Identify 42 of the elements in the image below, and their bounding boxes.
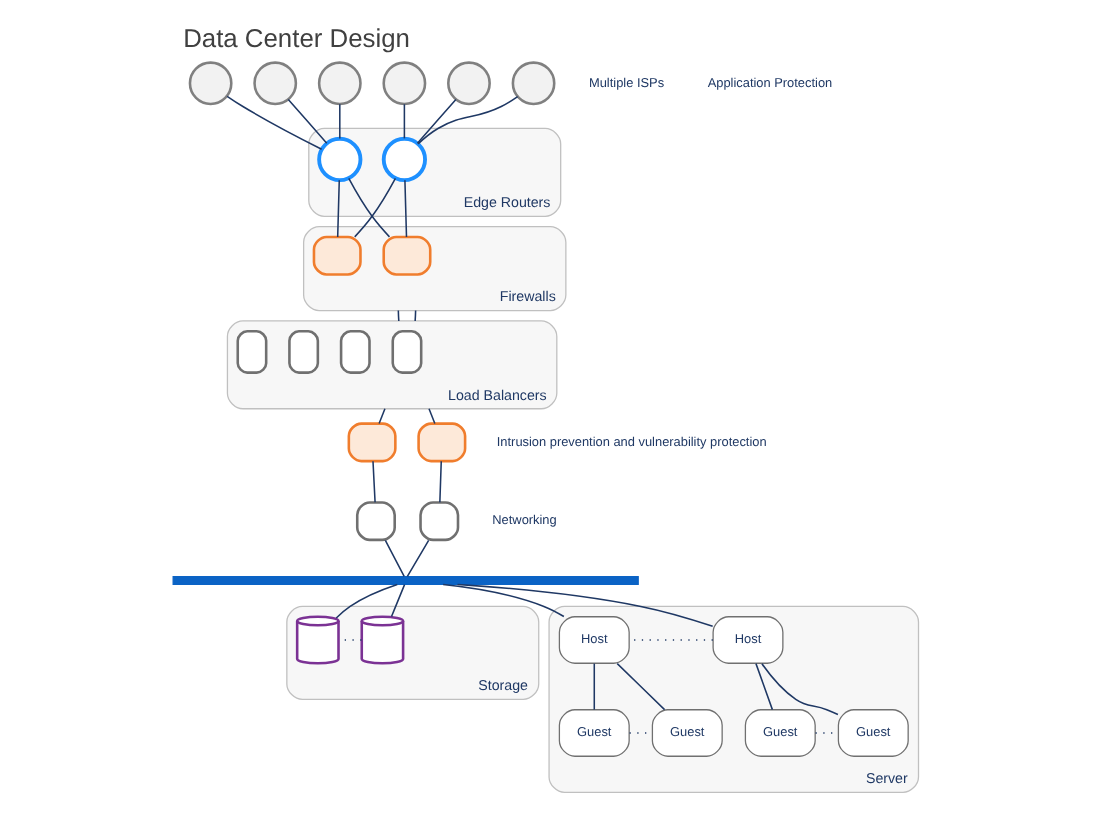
connector bbox=[402, 103, 405, 140]
connector bbox=[615, 662, 665, 711]
connector bbox=[441, 583, 564, 618]
connector bbox=[405, 539, 429, 578]
node-router bbox=[316, 136, 362, 183]
node-firewall bbox=[381, 235, 431, 276]
connector bbox=[286, 98, 327, 145]
node-switch bbox=[418, 501, 459, 542]
node-globe bbox=[381, 61, 426, 106]
node-server bbox=[235, 329, 267, 374]
node-firewall bbox=[346, 422, 396, 463]
connector bbox=[403, 179, 407, 238]
connector bbox=[371, 460, 375, 504]
connector bbox=[760, 663, 838, 716]
connector bbox=[334, 583, 398, 619]
connector bbox=[389, 583, 405, 618]
connector bbox=[416, 95, 518, 145]
node-bar bbox=[171, 576, 638, 586]
node-globe bbox=[252, 61, 297, 106]
node-globe bbox=[187, 61, 232, 106]
node-server bbox=[287, 329, 319, 374]
node-server bbox=[390, 329, 422, 374]
connector bbox=[415, 98, 456, 145]
node-router bbox=[380, 136, 426, 183]
node-globe bbox=[510, 61, 555, 106]
node-firewall bbox=[311, 235, 361, 276]
node-globe bbox=[316, 61, 361, 106]
node-firewall bbox=[416, 422, 466, 463]
connector bbox=[592, 662, 595, 711]
node-switch bbox=[354, 501, 395, 542]
connector bbox=[754, 662, 773, 711]
connector bbox=[427, 408, 435, 425]
connector bbox=[455, 583, 713, 627]
diagram-title: Data Center Design bbox=[182, 23, 409, 54]
connector bbox=[383, 539, 404, 578]
connector bbox=[377, 408, 385, 425]
connector bbox=[438, 460, 442, 504]
node-server bbox=[338, 329, 370, 374]
connector bbox=[335, 179, 340, 238]
connector bbox=[225, 95, 322, 150]
connector bbox=[338, 103, 340, 140]
node-globe bbox=[446, 61, 490, 106]
